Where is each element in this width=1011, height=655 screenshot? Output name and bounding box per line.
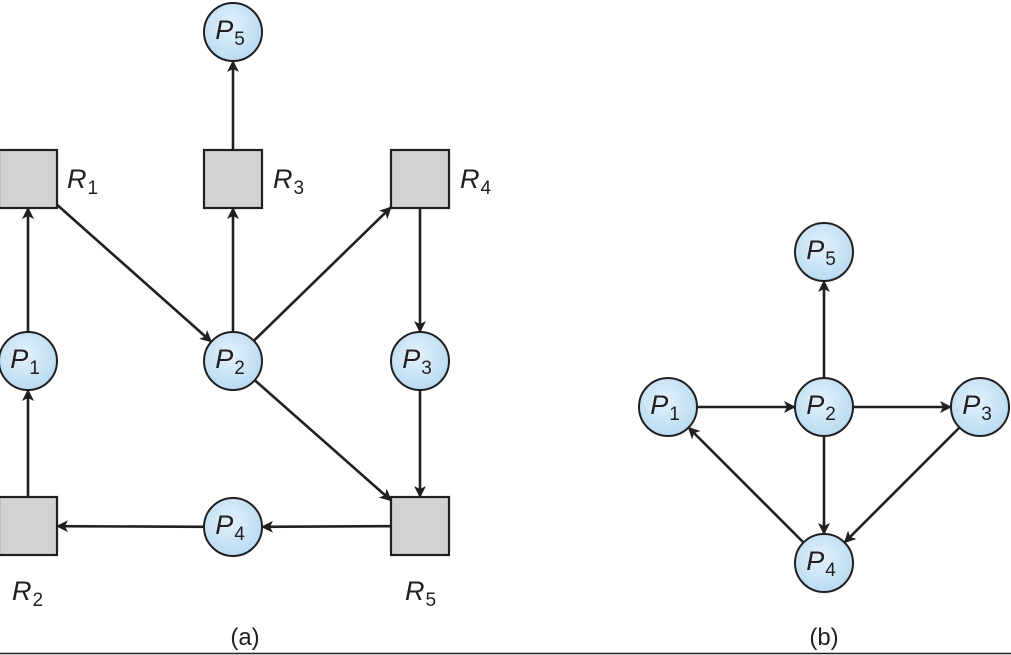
resource-label: R5 [405,576,436,611]
process-b-p1: P1 [638,377,698,437]
process-circle [203,331,263,391]
process-label: P2 [806,390,836,425]
process-label: P1 [10,344,40,379]
process-label: P4 [215,510,245,545]
resource-a-r3: R3 [202,148,304,210]
process-circle [794,533,854,593]
process-b-p4: P4 [794,533,854,593]
resource-a-r4: R4 [389,148,492,210]
process-label: P3 [402,344,432,379]
resource-a-r5: R5 [389,495,451,611]
process-a-p5: P5 [203,2,263,62]
process-label: P3 [962,390,992,425]
process-a-p3: P3 [390,331,450,391]
process-b-p2: P2 [794,377,854,437]
process-circle [950,377,1010,437]
caption-a: (a) [230,624,259,651]
caption-b: (b) [809,624,838,651]
edges-layer [22,60,961,544]
process-label: P4 [806,546,836,581]
resource-box [0,148,59,210]
process-label: P2 [215,344,245,379]
process-circle [794,222,854,282]
edge-a-r5-to-p4 [260,520,392,533]
resource-label: R1 [67,164,98,199]
process-a-p2: P2 [203,331,263,391]
edge-b-p4-to-p1 [687,426,805,544]
resource-box [389,495,451,557]
process-label: P1 [650,390,680,425]
resource-box [0,495,59,557]
process-label: P5 [215,15,245,50]
edge-a-p2-to-r4 [252,206,392,342]
resource-a-r1: R1 [0,148,98,210]
process-b-p5: P5 [794,222,854,282]
edge-a-p2-to-r5 [253,379,392,502]
resource-a-r2: R2 [0,495,59,611]
process-b-p3: P3 [950,377,1010,437]
resource-box [202,148,264,210]
process-a-p1: P1 [0,331,58,391]
process-circle [390,331,450,391]
edge-b-p3-to-p4 [843,426,961,544]
process-label: P5 [806,235,836,270]
process-circle [638,377,698,437]
process-circle [794,377,854,437]
process-circle [203,2,263,62]
edge-a-p4-to-r2 [56,520,205,533]
resource-box [389,148,451,210]
process-a-p4: P4 [203,497,263,557]
process-circle [203,497,263,557]
resource-label: R3 [273,164,304,199]
resource-label: R2 [12,576,43,611]
edge-a-r1-to-p2 [56,203,213,343]
resource-label: R4 [460,164,492,199]
process-circle [0,331,58,391]
